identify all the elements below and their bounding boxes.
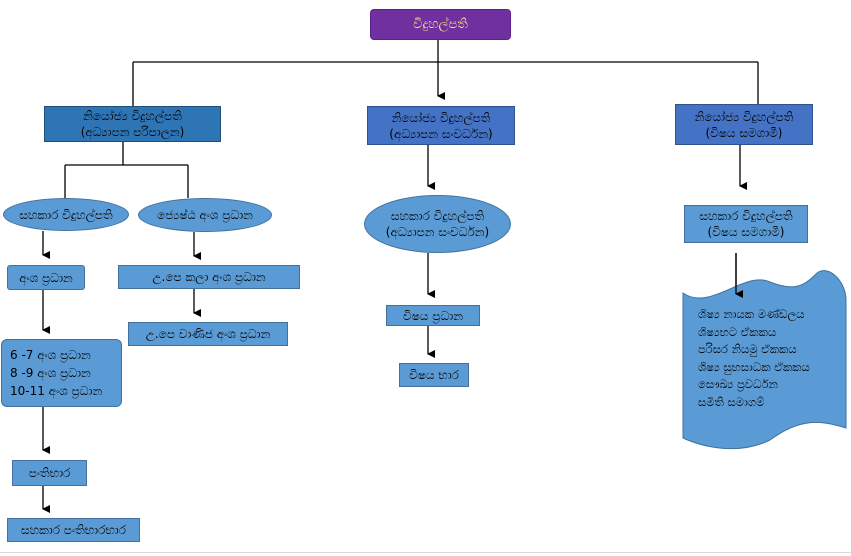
senior-section-head-label: ජ්‍යෙෂ්ඨ අංශ ප්‍රධාන [157, 208, 253, 222]
al-commerce-head-label: උ.පෙ වාණිජ අංශ ප්‍රධාන [145, 327, 271, 341]
unit-item: පරිසර නියමු ඒකකය [698, 342, 797, 356]
principal-label: විදුහල්පති [413, 16, 468, 32]
assistant-cocurricular-title: සහකාර විදුහල්පති [699, 209, 793, 223]
grade-heads-box: 6 -7 අංශ ප්‍රධාන 8 -9 අංශ ප්‍රධාන 10-11 … [1, 339, 122, 407]
cocurricular-units-list: ශිෂ්‍ය නායක මණ්ඩලය ශිෂ්‍යභට ඒකකය පරිසර න… [698, 306, 844, 411]
senior-section-head-ellipse: ජ්‍යෙෂ්ඨ අංශ ප්‍රධාන [138, 198, 272, 232]
section-head-box: අංශ ප්‍රධාන [7, 265, 85, 290]
principal-box: විදුහල්පති [370, 9, 511, 40]
assistant-development-subtitle: (අධ්‍යාපන සංවර්ධන) [385, 225, 490, 239]
deputy-cocurricular-subtitle: (විෂය සමගාමී) [705, 125, 783, 140]
assistant-principal-development-ellipse: සහකාර විදුහල්පති (අධ්‍යාපන සංවර්ධන) [364, 195, 511, 253]
deputy-admin-subtitle: (අධ්‍යාපන පරිපාලන) [80, 125, 185, 139]
deputy-principal-admin-box: නියෝජ්‍ය විදුහල්පති (අධ්‍යාපන පරිපාලන) [44, 106, 221, 142]
unit-item: ශිෂ්‍ය නායක මණ්ඩලය [698, 307, 805, 321]
unit-item: සෞඛ්‍ය ප්‍රවර්ධන [698, 377, 778, 391]
subject-teacher-box: විෂය භාර [399, 363, 469, 387]
assistant-principal-label: සහකාර විදුහල්පති [19, 207, 113, 222]
assistant-cocurricular-subtitle: (විෂය සමගාමී) [707, 225, 785, 239]
unit-item: ශිෂ්‍යභට ඒකකය [698, 324, 777, 339]
class-teacher-box: පංතිභාර [12, 460, 87, 486]
deputy-development-title: නියෝජ්‍ය විදුහල්පති [391, 110, 491, 125]
deputy-principal-development-box: නියෝජ්‍ය විදුහල්පති (අධ්‍යාපන සංවර්ධන) [367, 106, 515, 145]
section-head-label: අංශ ප්‍රධාන [19, 270, 73, 285]
unit-item: සමිති සමාගම් [698, 394, 765, 409]
deputy-admin-title: නියෝජ්‍ය විදුහල්පති [83, 109, 182, 123]
grade-head-10-11: 10-11 අංශ ප්‍රධාන [10, 384, 103, 398]
grade-head-8-9: 8 -9 අංශ ප්‍රධාන [10, 366, 91, 380]
assistant-principal-cocurricular-box: සහකාර විදුහල්පති (විෂය සමගාමී) [684, 205, 808, 243]
assistant-class-teacher-label: සහකාර පංතිභාරභාර [20, 523, 127, 537]
subject-teacher-label: විෂය භාර [409, 368, 459, 382]
al-commerce-head-box: උ.පෙ වාණිජ අංශ ප්‍රධාන [128, 322, 288, 346]
deputy-principal-cocurricular-box: නියෝජ්‍ය විදුහල්පති (විෂය සමගාමී) [675, 104, 813, 145]
deputy-cocurricular-title: නියෝජ්‍ය විදුහල්පති [694, 109, 794, 124]
subject-head-box: විෂය ප්‍රධාන [386, 305, 480, 326]
class-teacher-label: පංතිභාර [28, 466, 71, 480]
assistant-development-title: සහකාර විදුහල්පති [390, 209, 485, 223]
grade-head-6-7: 6 -7 අංශ ප්‍රධාන [10, 348, 91, 362]
unit-item: ශිෂ්‍ය සුභසාධක ඒකකය [698, 359, 810, 374]
deputy-development-subtitle: (අධ්‍යාපන සංවර්ධන) [389, 126, 493, 141]
bottom-divider [0, 552, 851, 553]
al-arts-head-box: උ.පෙ කලා අංශ ප්‍රධාන [118, 265, 300, 289]
assistant-class-teacher-box: සහකාර පංතිභාරභාර [7, 518, 140, 542]
assistant-principal-ellipse: සහකාර විදුහල්පති [3, 198, 129, 231]
subject-head-label: විෂය ප්‍රධාන [403, 308, 463, 323]
al-arts-head-label: උ.පෙ කලා අංශ ප්‍රධාන [152, 270, 266, 284]
